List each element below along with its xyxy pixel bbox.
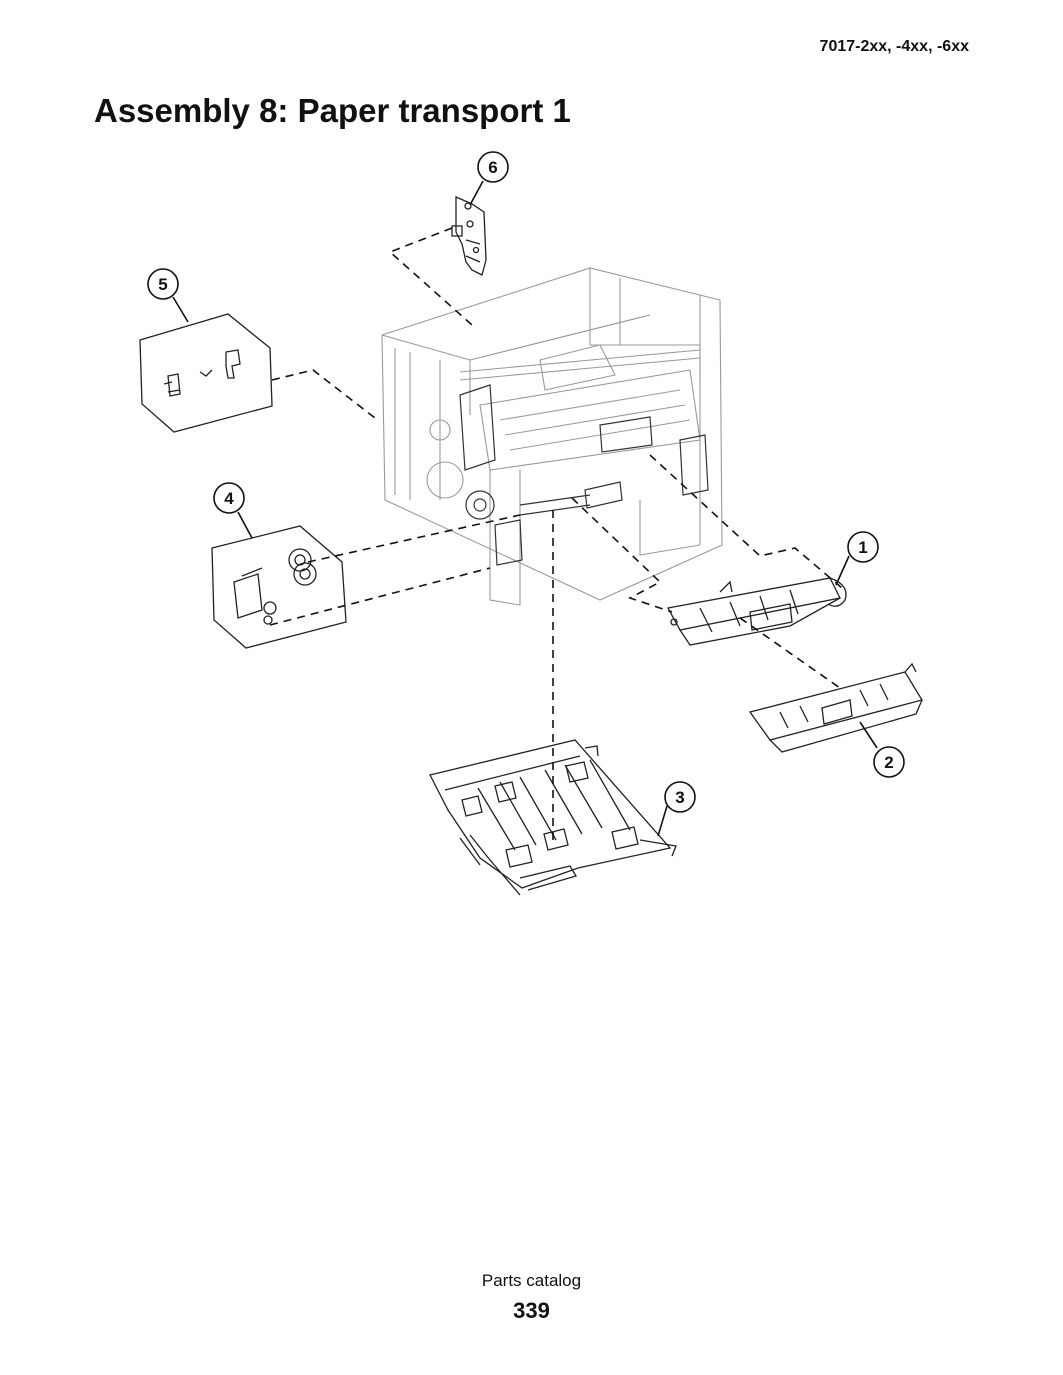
callout-6 (469, 151, 509, 206)
page-number: 339 (513, 1298, 550, 1323)
callout-5-label: 5 (158, 275, 167, 294)
callouts (147, 151, 905, 837)
part-6-bracket (451, 196, 487, 276)
page-title: Assembly 8: Paper transport 1 (94, 92, 571, 129)
frame-mechanism (459, 384, 709, 566)
callout-5 (147, 268, 189, 323)
callout-6-label: 6 (488, 158, 497, 177)
model-number: 7017-2xx, -4xx, -6xx (819, 38, 969, 55)
leader-lines (269, 227, 843, 840)
callout-3-label: 3 (675, 788, 684, 807)
callout-4-label: 4 (224, 489, 234, 508)
callout-4 (213, 482, 253, 539)
part-1-roller-assembly (667, 577, 847, 646)
part-3-tray (429, 739, 677, 896)
exploded-parts-diagram: 6 5 4 1 2 3 (139, 151, 924, 896)
part-4-gear-assembly (211, 525, 347, 649)
callout-1 (835, 531, 879, 586)
printer-frame (381, 267, 723, 606)
callout-2-label: 2 (884, 753, 893, 772)
callout-1-label: 1 (858, 538, 867, 557)
callout-3 (657, 781, 696, 837)
callout-2 (859, 721, 905, 778)
part-2-guide (748, 662, 924, 753)
footer-label: Parts catalog (481, 1271, 582, 1290)
part-5-kit (139, 313, 273, 433)
